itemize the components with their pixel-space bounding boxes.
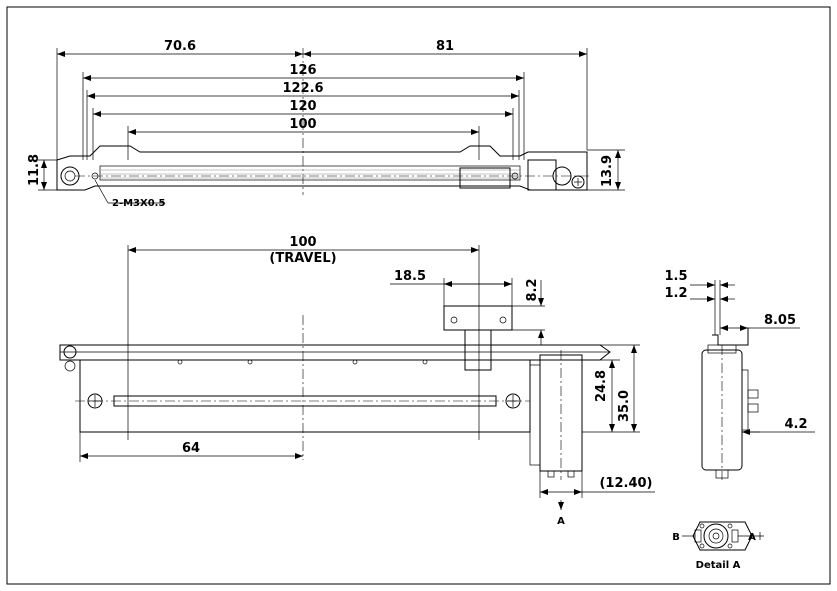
dim-text-18-5: 18.5: [394, 269, 426, 284]
left-mount-ring: [60, 166, 80, 186]
detail-caption: Detail A: [696, 560, 741, 571]
slider-bracket: [443, 305, 513, 331]
top-body-outline: [56, 145, 588, 191]
dim-text-70-6: 70.6: [164, 39, 196, 54]
motor-housing-top: [527, 159, 557, 191]
screw-hole-right: [511, 172, 519, 180]
dim-text-126: 126: [289, 63, 316, 78]
drawing-border: [6, 6, 831, 585]
section-marker: A: [557, 516, 565, 527]
mount-screw-left: [87, 393, 103, 409]
dim-text-35-0: 35.0: [617, 390, 632, 422]
mount-screw-right: [505, 393, 521, 409]
motor-gear: [552, 166, 572, 186]
left-mount-hole: [64, 170, 76, 182]
dim-text-1-5: 1.5: [664, 269, 687, 284]
detail-label-b: B: [672, 532, 680, 543]
side-view: 1.5 1.2 8.05 4.2: [664, 269, 815, 480]
dim-text-100: 100: [289, 117, 316, 132]
detail-label-a: A: [748, 532, 756, 543]
front-view: 100 (TRAVEL) 18.5 8.2: [59, 235, 655, 527]
dim-text-120: 120: [289, 99, 316, 114]
dim-text-8-2: 8.2: [525, 278, 540, 301]
dim-text-8-05: 8.05: [764, 313, 796, 328]
dim-text-122-6: 122.6: [282, 81, 323, 96]
slider-rail: [59, 344, 611, 361]
side-bracket: [712, 327, 749, 346]
screw-note-leader: [94, 179, 109, 204]
dim-text-4-2: 4.2: [784, 417, 807, 432]
dim-text-81: 81: [436, 39, 454, 54]
slider-knob-front: [464, 329, 492, 371]
terminal-screw: [571, 175, 585, 189]
dim-text-24-8: 24.8: [594, 370, 609, 402]
dim-text-travel-value: 100: [289, 235, 316, 250]
dim-text-travel-label: (TRAVEL): [269, 251, 336, 266]
screw-note: 2-M3X0.5: [112, 198, 165, 209]
rail-end-left: [63, 345, 77, 359]
top-view: 70.6 81 126 122.6 120 100 11.8 13.9: [27, 39, 625, 209]
screw-hole-left: [91, 172, 99, 180]
dim-text-1-2: 1.2: [664, 286, 687, 301]
dim-text-12-40: (12.40): [599, 476, 652, 491]
dim-text-13-9: 13.9: [600, 155, 615, 187]
detail-a: B A Detail A: [672, 521, 764, 571]
dim-text-64: 64: [182, 441, 200, 456]
top-resistive-strip: [99, 165, 521, 181]
slider-knob-top: [459, 167, 511, 189]
dim-text-11-8: 11.8: [27, 154, 42, 186]
